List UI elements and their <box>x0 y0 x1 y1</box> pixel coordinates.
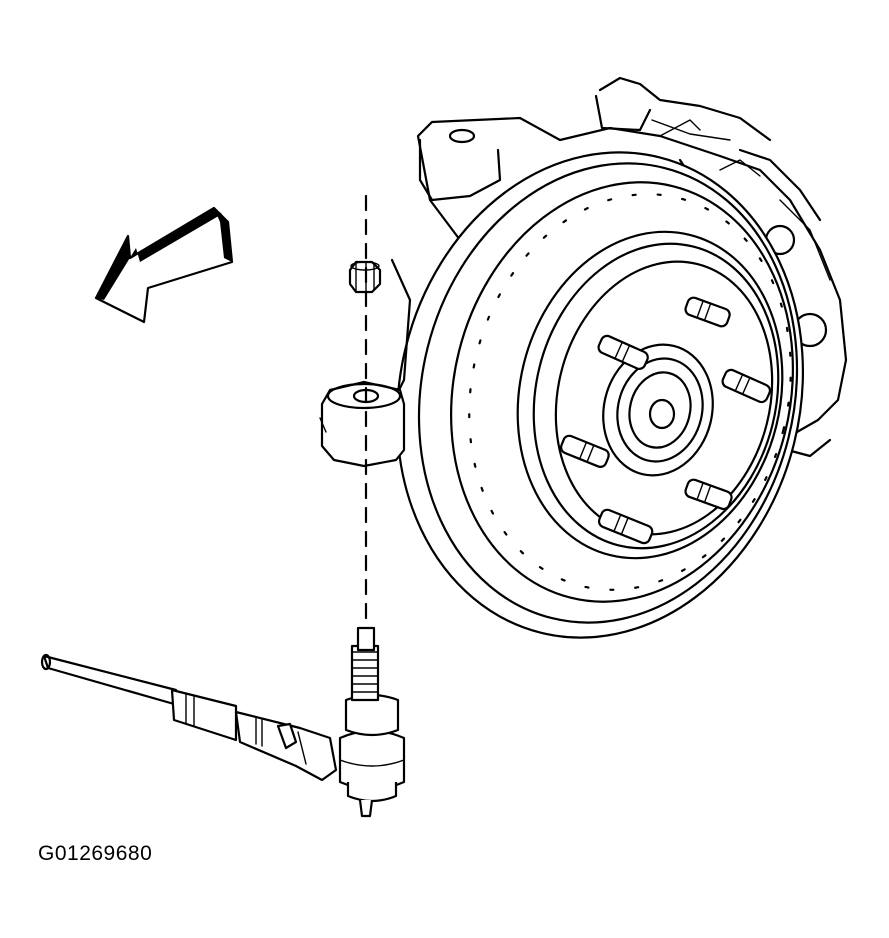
wheel-studs <box>559 296 772 545</box>
direction-arrow-icon <box>94 206 234 324</box>
brake-rotor <box>395 151 805 639</box>
figure-id-label: G01269680 <box>38 842 153 865</box>
wheel-hub <box>602 343 714 477</box>
knuckle-boss <box>319 258 412 468</box>
tie-rod-assembly <box>40 626 406 818</box>
